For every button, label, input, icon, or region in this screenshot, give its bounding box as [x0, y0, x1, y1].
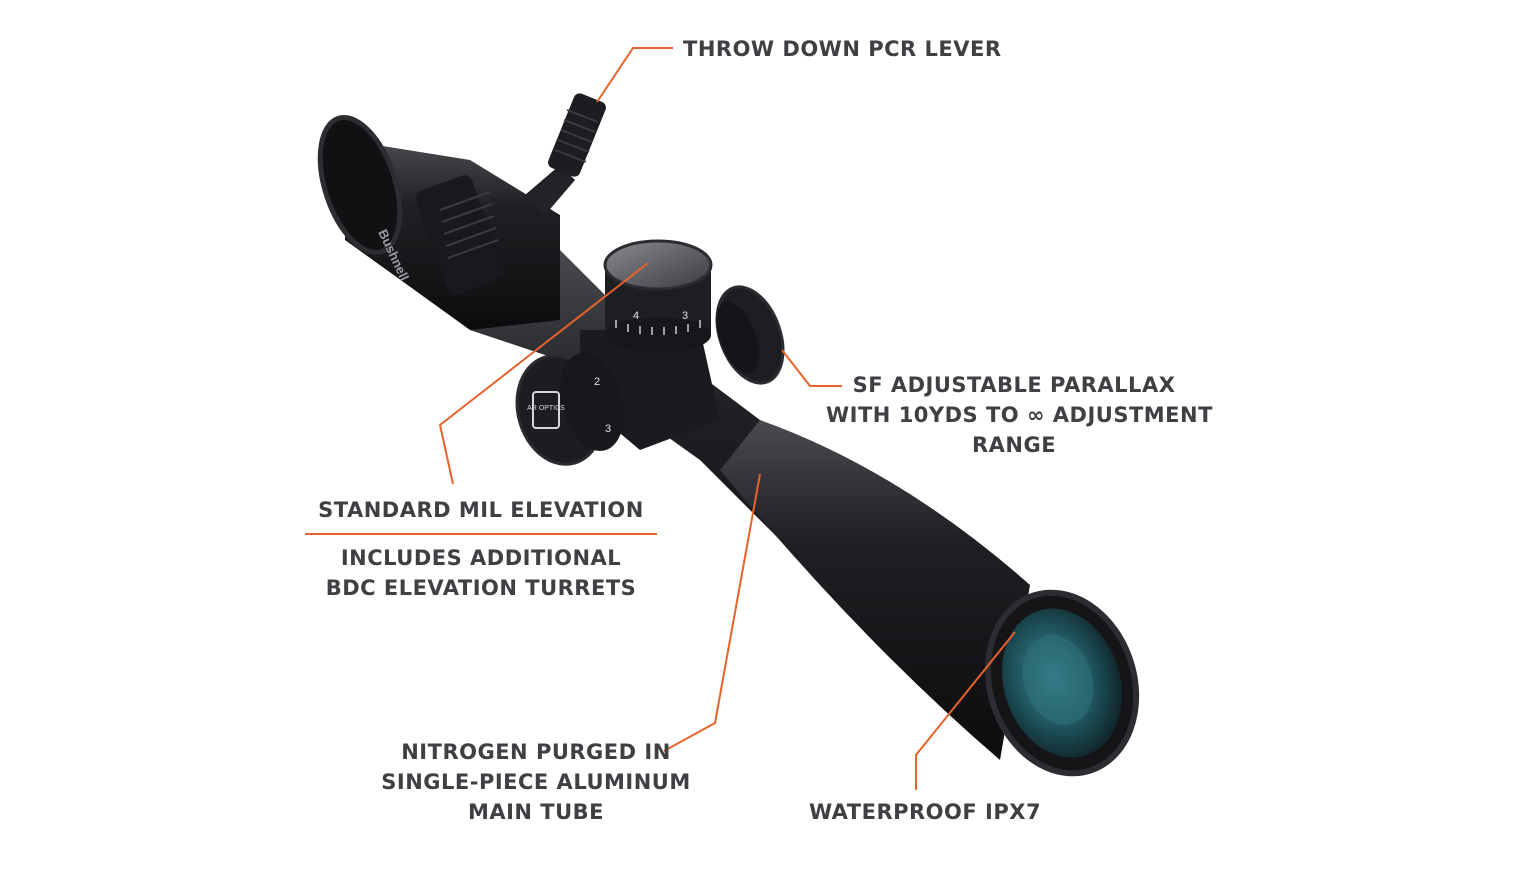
callout-elevation-subtitle-line: INCLUDES ADDITIONAL: [340, 546, 622, 570]
callout-pcr-lever-title: THROW DOWN PCR LEVER: [683, 37, 1002, 61]
windage-turret: AR OPTICS 2 3: [515, 353, 624, 466]
callout-elevation-title: STANDARD MIL ELEVATION: [318, 498, 644, 522]
callout-elevation-divider: [305, 533, 657, 535]
callout-parallax: SF ADJUSTABLE PARALLAX WITH 10YDS TO ∞ A…: [826, 370, 1213, 460]
turret-badge: [532, 391, 560, 429]
callout-line-parallax: [781, 349, 842, 387]
eyepiece: Bushnell: [317, 115, 560, 330]
turret-tick-label: 3: [605, 423, 611, 435]
pcr-lever: [525, 93, 606, 215]
callout-elevation-subtitle-line: BDC ELEVATION TURRETS: [325, 576, 637, 600]
parallax-turret: [715, 285, 785, 385]
turret-badge-text: AR OPTICS: [527, 405, 565, 412]
turret-tick-label: 4: [633, 310, 639, 322]
callout-parallax-line: RANGE: [971, 433, 1057, 457]
elevation-turret: 4 3: [603, 239, 713, 353]
callout-line-waterproof: [915, 631, 1016, 790]
callout-lines: [438, 47, 1016, 790]
callout-main-tube-line: MAIN TUBE: [467, 800, 605, 824]
callout-line-elevation: [438, 262, 649, 485]
objective-lens-inner: [1022, 635, 1094, 725]
callout-line-main-tube: [663, 473, 761, 752]
callout-pcr-lever: THROW DOWN PCR LEVER: [683, 34, 1002, 64]
callout-elevation-subtitle: INCLUDES ADDITIONAL BDC ELEVATION TURRET…: [306, 543, 656, 603]
objective-bell: [720, 420, 1030, 760]
callout-main-tube-line: NITROGEN PURGED IN: [401, 740, 671, 764]
callout-main-tube: NITROGEN PURGED IN SINGLE-PIECE ALUMINUM…: [376, 737, 696, 827]
callout-waterproof-title: WATERPROOF IPX7: [808, 800, 1042, 824]
callout-parallax-line: WITH 10YDS TO ∞ ADJUSTMENT: [826, 403, 1213, 427]
callout-line-pcr-lever: [596, 47, 673, 103]
scope-body: Bushnell: [317, 93, 1140, 777]
turret-tick-label: 2: [594, 376, 600, 388]
callout-main-tube-line: SINGLE-PIECE ALUMINUM: [381, 770, 691, 794]
callout-waterproof: WATERPROOF IPX7: [805, 797, 1045, 827]
callout-parallax-line: SF ADJUSTABLE PARALLAX: [852, 373, 1176, 397]
turret-tick-label: 3: [682, 310, 688, 322]
